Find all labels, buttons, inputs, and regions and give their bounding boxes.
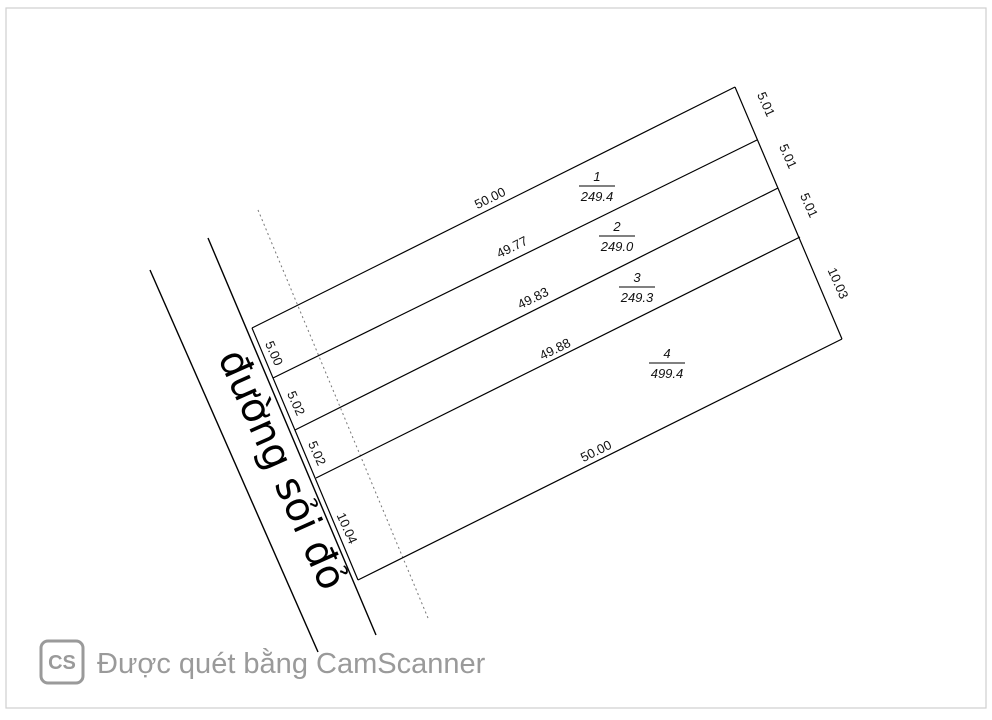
setback-line: [257, 209, 429, 619]
back-label-2: 5.01: [776, 142, 800, 171]
lot-label-4: 4 499.4: [649, 346, 685, 381]
edge-label-bottom: 50.00: [578, 437, 614, 465]
lot-boundaries: [251, 86, 843, 581]
boundary-bottom: [357, 338, 843, 581]
boundary-2-3: [294, 187, 779, 431]
boundary-top: [251, 86, 736, 329]
boundary-3-4: [315, 236, 801, 479]
lot-number: 1: [593, 169, 600, 184]
watermark-text: Được quét bằng CamScanner: [97, 647, 486, 680]
back-label-1: 5.01: [754, 90, 778, 119]
back-label-4: 10.03: [825, 265, 852, 301]
lot-label-2: 2 249.0: [599, 219, 635, 254]
lot-area: 249.0: [600, 239, 634, 254]
boundary-back: [734, 86, 843, 340]
road-edge-inner: [207, 237, 377, 636]
edge-label-2-3: 49.83: [515, 284, 551, 312]
camscanner-logo-text: CS: [48, 652, 76, 674]
edge-label-1-2: 49.77: [494, 233, 530, 261]
lot-number: 4: [663, 346, 670, 361]
back-label-3: 5.01: [797, 191, 821, 220]
boundary-1-2: [272, 139, 758, 379]
lot-label-1: 1 249.4: [579, 169, 615, 204]
lot-label-3: 3 249.3: [619, 270, 655, 305]
lot-area: 249.3: [620, 290, 654, 305]
lot-area: 499.4: [651, 366, 684, 381]
lot-area: 249.4: [580, 189, 614, 204]
page-border: [5, 7, 987, 709]
road-edge-outer: [149, 269, 319, 653]
front-label-1: 5.00: [262, 339, 286, 368]
camscanner-logo-icon: CS: [39, 639, 85, 685]
lot-number: 2: [612, 219, 621, 234]
lot-number: 3: [633, 270, 641, 285]
boundary-front: [251, 327, 359, 581]
edge-label-top: 50.00: [472, 184, 508, 212]
camscanner-watermark: CS Được quét bằng CamScanner: [39, 639, 486, 685]
